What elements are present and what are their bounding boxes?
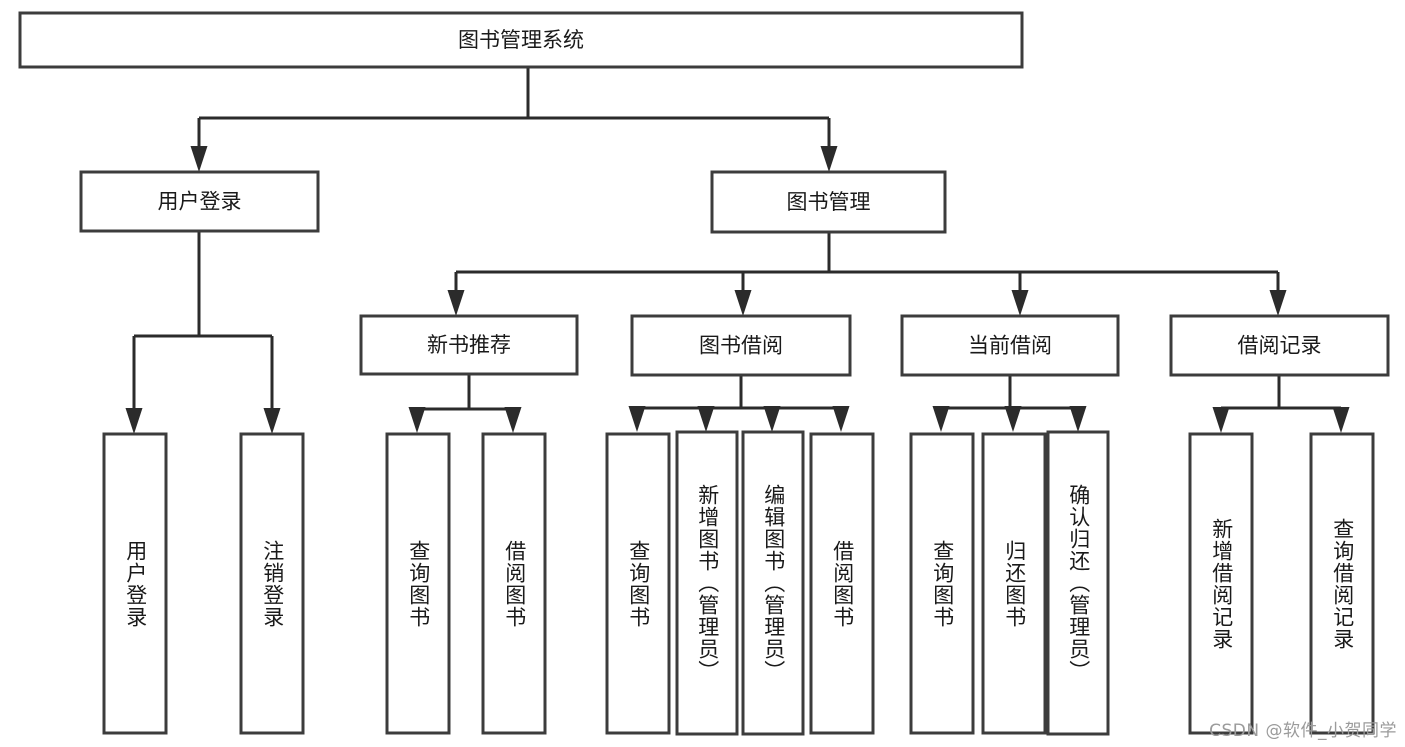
arrow-head-icon (1069, 406, 1087, 432)
arrow-head-icon (125, 408, 143, 434)
level2-node-box-借阅记录[interactable] (1169, 314, 1390, 377)
level1-node-label: 图书管理 (787, 190, 871, 214)
leaf-node-box-查询图书[interactable] (385, 432, 451, 735)
arrow-head-icon (734, 290, 752, 316)
arrow-head-icon (1332, 407, 1350, 433)
leaf-node-box-查询图书[interactable] (909, 432, 975, 735)
arrow-head-icon (628, 406, 646, 432)
arrow-head-icon (832, 406, 850, 432)
leaf-node-box-借阅图书[interactable] (481, 432, 547, 735)
root-node-box-图书管理系统[interactable] (18, 11, 1024, 69)
leaf-node-box-归还图书[interactable] (981, 432, 1047, 735)
level2-node-label: 图书借阅 (699, 334, 783, 358)
level2-node-box-当前借阅[interactable] (900, 314, 1120, 377)
leaf-node-box-新增借阅记录[interactable] (1188, 432, 1254, 735)
leaf-node-box-查询借阅记录[interactable] (1309, 432, 1375, 735)
level1-node-label: 用户登录 (158, 190, 242, 214)
arrow-head-icon (697, 406, 715, 432)
node-box-layer (18, 11, 1390, 736)
leaf-node-box-新增图书管理员[interactable] (675, 430, 739, 736)
arrow-head-icon (447, 290, 465, 316)
connector-group-借阅记录 (1212, 375, 1350, 433)
arrow-head-icon (408, 407, 426, 433)
level2-node-label: 新书推荐 (427, 333, 511, 357)
arrow-head-icon (263, 408, 281, 434)
arrow-head-icon (820, 146, 838, 172)
connector-group-用户登录 (125, 231, 281, 434)
connector-layer (125, 67, 1350, 434)
arrow-head-icon (190, 146, 208, 172)
arrow-head-icon (1011, 290, 1029, 316)
leaf-node-box-编辑图书管理员[interactable] (741, 430, 805, 736)
connector-group-图书管理 (447, 232, 1287, 316)
arrow-head-icon (1004, 406, 1022, 432)
leaf-node-box-确认归还管理员[interactable] (1046, 430, 1110, 736)
level1-node-box-用户登录[interactable] (79, 170, 320, 233)
arrow-head-icon (932, 406, 950, 432)
root-node-label: 图书管理系统 (458, 28, 584, 52)
leaf-node-box-借阅图书[interactable] (809, 432, 875, 735)
watermark-text: CSDN @软件_小贺同学 (1209, 721, 1397, 741)
level2-node-label: 借阅记录 (1238, 334, 1322, 358)
level2-node-box-新书推荐[interactable] (359, 314, 579, 376)
leaf-node-box-注销登录[interactable] (239, 432, 305, 735)
arrow-head-icon (1212, 407, 1230, 433)
level1-node-box-图书管理[interactable] (710, 170, 947, 234)
arrow-head-icon (1269, 290, 1287, 316)
arrow-head-icon (763, 406, 781, 432)
leaf-node-box-用户登录[interactable] (102, 432, 168, 735)
connector-group-新书推荐 (408, 374, 522, 433)
connector-group-当前借阅 (932, 375, 1087, 432)
leaf-node-box-查询图书[interactable] (605, 432, 671, 735)
level2-node-box-图书借阅[interactable] (630, 314, 852, 377)
level2-node-label: 当前借阅 (968, 334, 1052, 358)
connector-group-图书管理系统 (190, 67, 838, 172)
connector-group-图书借阅 (628, 375, 850, 432)
arrow-head-icon (504, 407, 522, 433)
